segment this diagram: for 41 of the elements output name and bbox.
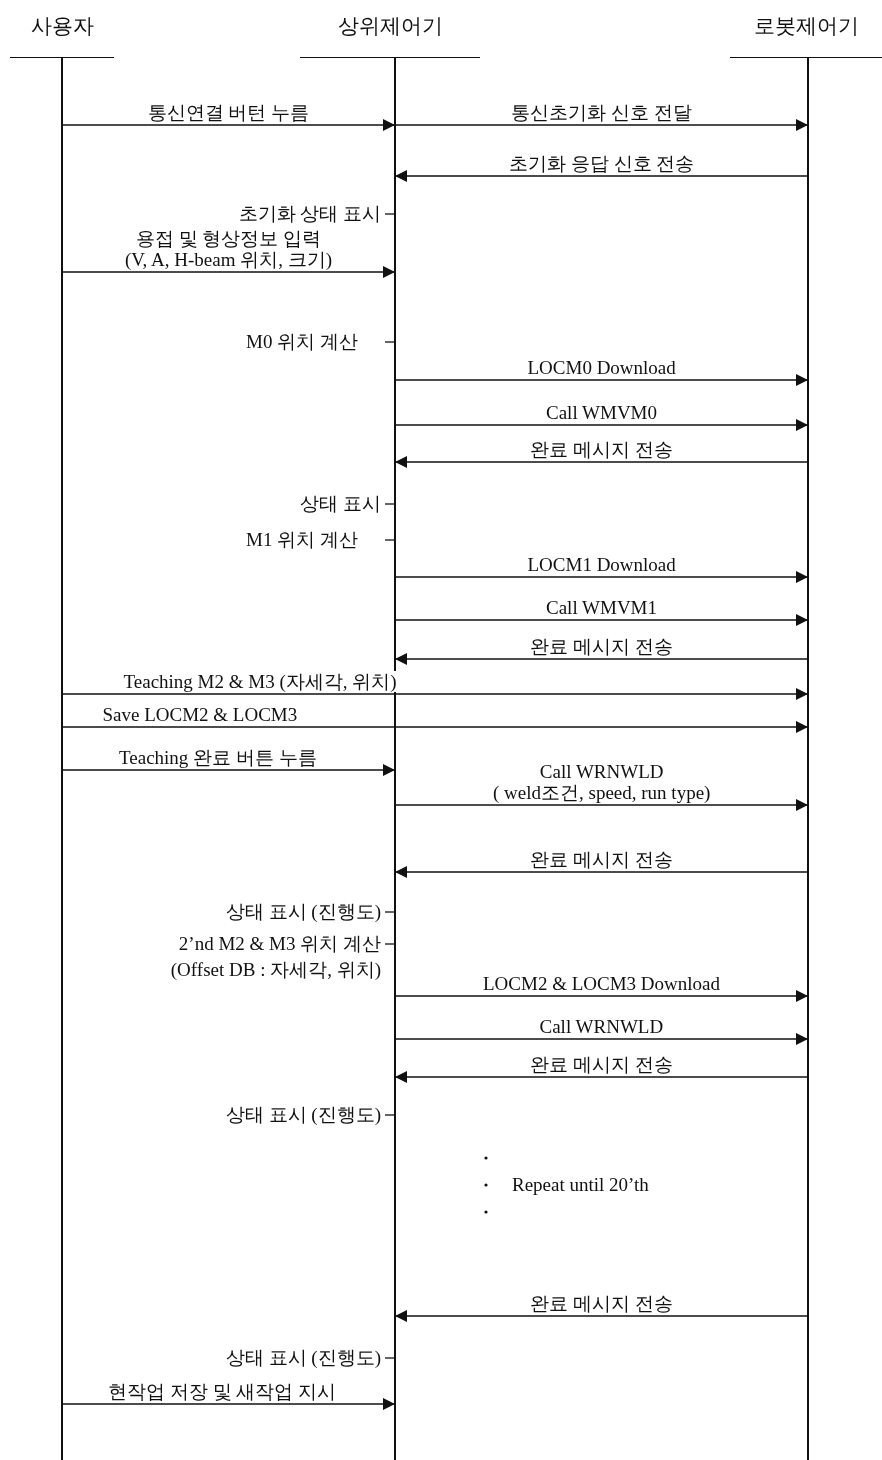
status-note: M0 위치 계산 bbox=[245, 330, 358, 354]
message-arrow bbox=[394, 419, 809, 431]
message-arrow bbox=[61, 721, 809, 733]
message-arrow bbox=[394, 799, 809, 811]
message-arrow bbox=[61, 764, 396, 776]
message-arrow bbox=[61, 119, 396, 131]
message-arrow bbox=[394, 456, 809, 468]
message-label: 완료 메시지 전송 bbox=[528, 636, 675, 657]
message-label: 완료 메시지 전송 bbox=[528, 439, 675, 460]
message-arrow bbox=[61, 266, 396, 278]
message-label: 완료 메시지 전송 bbox=[528, 1054, 675, 1075]
status-note: 상태 표시 (진행도) bbox=[224, 900, 381, 924]
message-arrow bbox=[61, 1398, 396, 1410]
status-note: 2’nd M2 & M3 위치 계산 (Offset DB : 자세각, 위치) bbox=[169, 932, 381, 982]
message-label: 완료 메시지 전송 bbox=[528, 1293, 675, 1314]
status-note: 초기화 상태 표시 bbox=[237, 202, 381, 226]
message-arrow bbox=[394, 119, 809, 131]
message-arrow bbox=[394, 866, 809, 878]
message-arrow bbox=[394, 374, 809, 386]
message-arrow bbox=[394, 571, 809, 583]
repeat-note: Repeat until 20’th bbox=[512, 1173, 649, 1197]
participant-name: 상위제어기 bbox=[336, 13, 444, 40]
message-label: Teaching M2 & M3 (자세각, 위치) bbox=[121, 671, 399, 692]
message-arrow bbox=[394, 990, 809, 1002]
status-note: 상태 표시 (진행도) bbox=[224, 1346, 381, 1370]
message-label: Teaching 완료 버튼 누름 bbox=[117, 747, 319, 768]
status-note: 상태 표시 (진행도) bbox=[224, 1103, 381, 1127]
message-label: 완료 메시지 전송 bbox=[528, 849, 675, 870]
status-note: 상태 표시 bbox=[299, 492, 381, 516]
participant-name: 사용자 bbox=[29, 13, 95, 40]
status-note: M1 위치 계산 bbox=[245, 528, 358, 552]
message-arrow bbox=[394, 1033, 809, 1045]
message-arrow bbox=[394, 1310, 809, 1322]
message-arrow bbox=[394, 170, 809, 182]
message-arrow bbox=[394, 653, 809, 665]
message-arrow bbox=[394, 614, 809, 626]
participant-name: 로봇제어기 bbox=[752, 13, 860, 40]
message-arrow bbox=[394, 1071, 809, 1083]
message-label: 통신초기화 신호 전달 bbox=[509, 102, 694, 123]
message-label: 용접 및 형상정보 입력 (V, A, H-beam 위치, 크기) bbox=[123, 228, 335, 270]
message-arrow bbox=[61, 688, 809, 700]
